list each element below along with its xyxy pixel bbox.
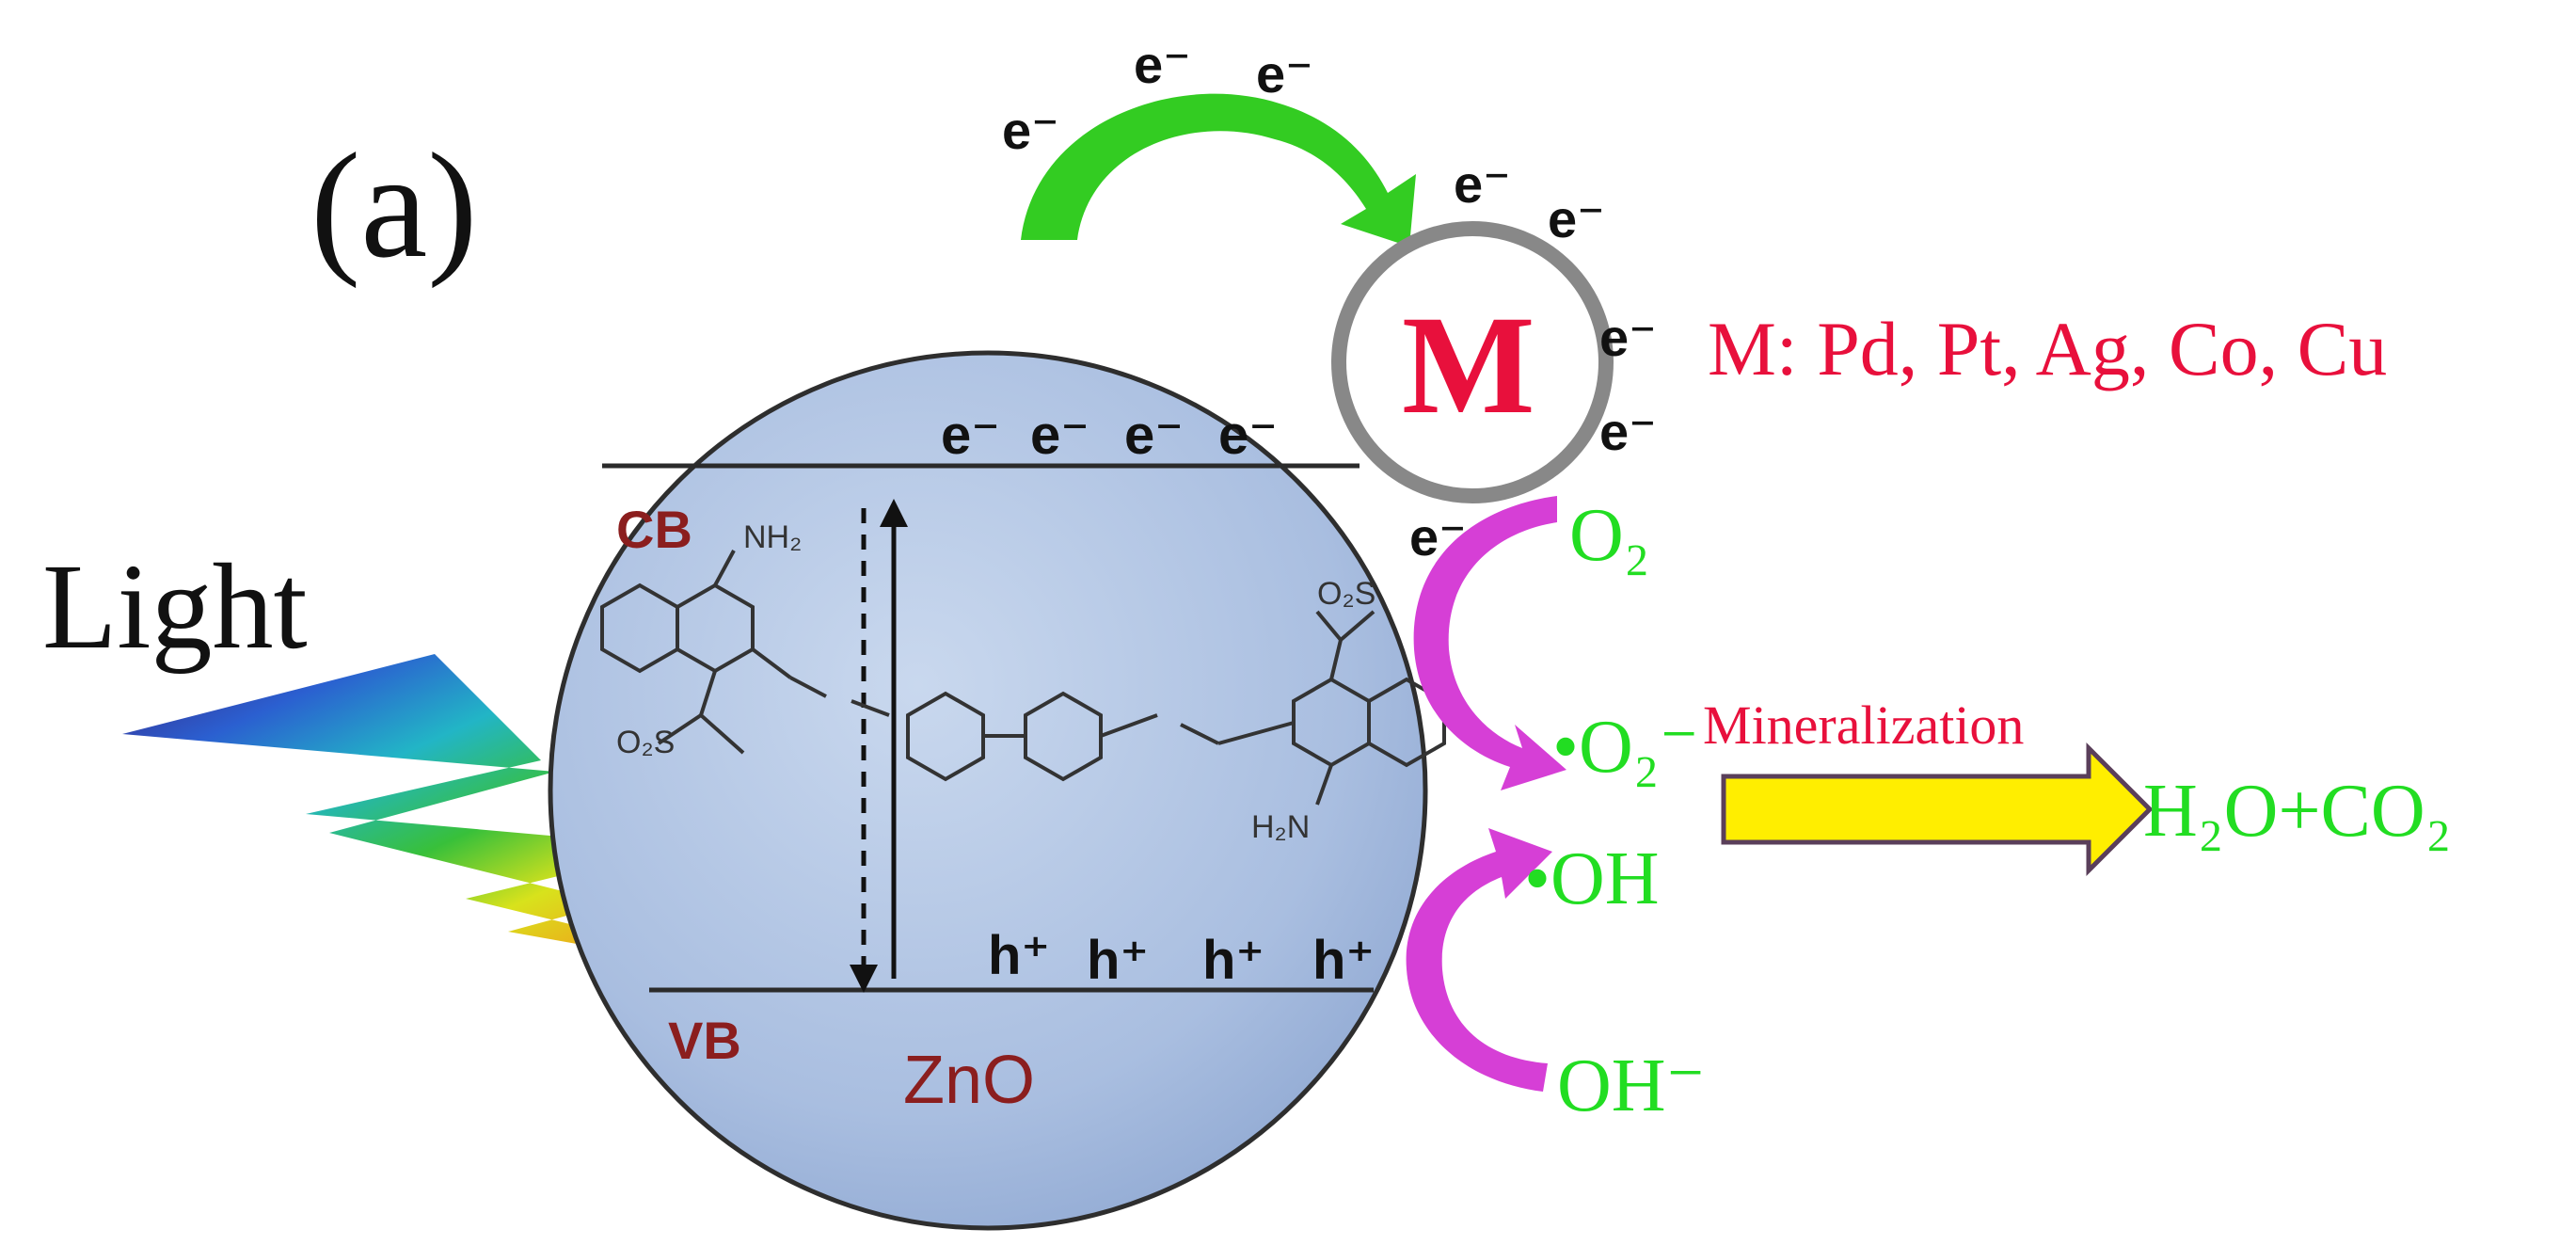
vb-hole: h⁺ bbox=[1202, 930, 1264, 991]
arc-electron: e⁻ bbox=[1134, 35, 1191, 94]
oxygen-label: O₂ bbox=[1569, 494, 1650, 577]
cb-electron: e⁻ bbox=[1218, 405, 1278, 466]
cb-electrons: e⁻ e⁻ e⁻ e⁻ bbox=[941, 405, 1278, 466]
arc-electron: e⁻ bbox=[1002, 101, 1059, 160]
dye-labels: NH₂ O₂S H₂N O₂S bbox=[616, 519, 1375, 845]
electron-transfer-arc-arrow bbox=[1021, 93, 1416, 247]
metal-symbol: M bbox=[1402, 287, 1535, 443]
metal-electrons: e⁻ e⁻ e⁻ e⁻ bbox=[1454, 154, 1657, 461]
amino-group-label: NH₂ bbox=[743, 519, 802, 555]
vb-hole: h⁺ bbox=[1087, 930, 1149, 991]
metal-particle bbox=[1331, 221, 1614, 503]
mineralization-label: Mineralization bbox=[1703, 694, 2024, 756]
vb-label: VB bbox=[668, 1011, 741, 1070]
light-label: Light bbox=[42, 539, 308, 675]
vb-hole: h⁺ bbox=[1312, 930, 1375, 991]
metal-electron: e⁻ bbox=[1548, 189, 1605, 248]
zno-sphere bbox=[548, 350, 1428, 1231]
metal-legend: M: Pd, Pt, Ag, Co, Cu bbox=[1708, 306, 2387, 391]
metal-electron: e⁻ bbox=[1599, 308, 1657, 367]
metal-electron: e⁻ bbox=[1599, 402, 1657, 461]
cb-electron: e⁻ bbox=[941, 405, 1000, 466]
sulfonate-group-label-right: O₂S bbox=[1317, 576, 1375, 612]
vb-holes: h⁺ h⁺ h⁺ h⁺ bbox=[988, 925, 1375, 991]
cb-label: CB bbox=[616, 500, 692, 559]
panel-label: (a) bbox=[310, 121, 478, 289]
arc-electron: e⁻ bbox=[1256, 44, 1313, 104]
superoxide-label: •O₂⁻ bbox=[1552, 706, 1699, 789]
metal-electron: e⁻ bbox=[1454, 154, 1511, 214]
light-bolt-icon bbox=[122, 654, 851, 993]
hydroxyl-radical-label: •OH bbox=[1524, 838, 1660, 920]
dye-molecule bbox=[600, 550, 1446, 806]
arc-electrons: e⁻ e⁻ e⁻ bbox=[1002, 35, 1313, 160]
mineralization-arrow bbox=[1721, 742, 2154, 877]
hydroxide-label: OH⁻ bbox=[1557, 1045, 1706, 1127]
cb-electron: e⁻ bbox=[1030, 405, 1089, 466]
zno-label: ZnO bbox=[903, 1043, 1035, 1118]
o2-reduction-arrow bbox=[1413, 496, 1566, 790]
oh-oxidation-arrow bbox=[1406, 828, 1552, 1092]
cb-electron: e⁻ bbox=[1124, 405, 1184, 466]
products-label: H₂O+CO₂ bbox=[2143, 770, 2452, 853]
amino-group-label-lower: H₂N bbox=[1251, 809, 1310, 845]
sulfonate-group-label: O₂S bbox=[616, 725, 675, 760]
vb-hole: h⁺ bbox=[988, 925, 1050, 986]
